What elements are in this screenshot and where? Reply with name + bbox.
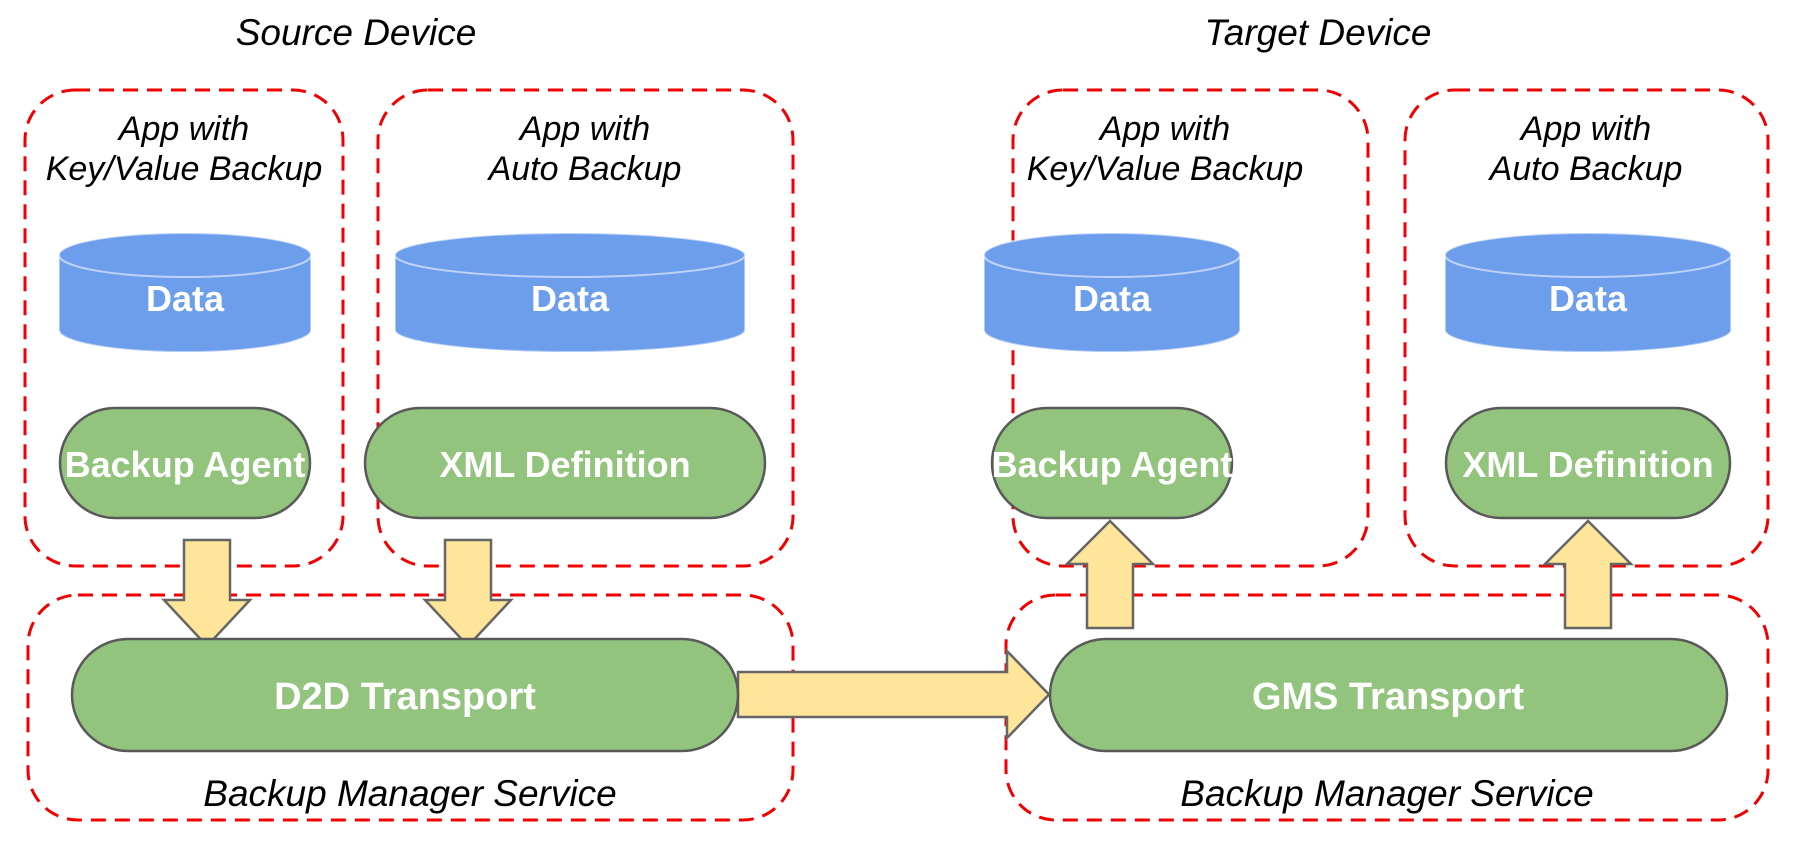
target-xml-definition-node: XML Definition: [1444, 406, 1732, 520]
app-title-line1: App with: [1098, 110, 1230, 148]
transport-label: GMS Transport: [1252, 676, 1525, 718]
app-title-line2: Key/Value Backup: [46, 150, 323, 188]
node-pill: [58, 406, 312, 520]
source-device-title: Source Device: [236, 12, 477, 53]
source-keyvalue-data-cylinder: Data: [58, 232, 312, 353]
target-app-auto-title: App with Auto Backup: [1488, 110, 1683, 188]
arrow-up-gms-to-backup-agent: [1063, 519, 1157, 630]
app-title-line1: App with: [1519, 110, 1651, 148]
cylinder-body: [983, 255, 1241, 353]
cylinder-top: [1444, 232, 1732, 278]
app-title-line1: App with: [117, 110, 249, 148]
data-label: Data: [146, 278, 225, 319]
app-title-line2: Auto Backup: [1488, 150, 1683, 188]
cylinder-body: [1444, 255, 1732, 353]
target-backup-manager-box: [1004, 593, 1770, 822]
cylinder-top: [394, 232, 746, 278]
cylinder-top: [983, 232, 1241, 278]
cylinder-body: [58, 255, 312, 353]
app-title-line1: App with: [518, 110, 650, 148]
node-pill: [990, 406, 1234, 520]
cylinder-body: [394, 255, 746, 353]
app-title-line2: Key/Value Backup: [1027, 150, 1304, 188]
node-label: Backup Agent: [992, 444, 1233, 485]
node-pill: [1048, 637, 1729, 753]
source-auto-data-cylinder: Data: [394, 232, 746, 353]
target-device-title: Target Device: [1205, 12, 1432, 53]
node-label: XML Definition: [439, 444, 690, 485]
data-label: Data: [1549, 278, 1628, 319]
node-pill: [363, 406, 767, 520]
source-backup-agent-node: Backup Agent: [58, 406, 312, 520]
gms-transport-node: GMS Transport: [1048, 637, 1729, 753]
arrow-down-backup-agent-to-d2d: [161, 538, 253, 648]
transport-label: D2D Transport: [274, 676, 536, 718]
data-label: Data: [1073, 278, 1152, 319]
target-keyvalue-data-cylinder: Data: [983, 232, 1241, 353]
d2d-transport-node: D2D Transport: [70, 637, 740, 753]
arrow-up-gms-to-xml-definition: [1541, 519, 1635, 630]
target-backup-agent-node: Backup Agent: [990, 406, 1234, 520]
target-backup-manager-label: Backup Manager Service: [1180, 773, 1593, 814]
node-label: XML Definition: [1462, 444, 1713, 485]
target-app-keyvalue-title: App with Key/Value Backup: [1027, 110, 1304, 188]
node-pill: [70, 637, 740, 753]
data-label: Data: [531, 278, 610, 319]
source-app-keyvalue-box: [23, 88, 345, 568]
target-app-auto-box: [1403, 88, 1770, 568]
source-app-auto-title: App with Auto Backup: [487, 110, 682, 188]
source-backup-manager-label: Backup Manager Service: [203, 773, 616, 814]
source-xml-definition-node: XML Definition: [363, 406, 767, 520]
arrow-down-xml-definition-to-d2d: [422, 538, 514, 648]
cylinder-top: [58, 232, 312, 278]
node-pill: [1444, 406, 1732, 520]
source-app-keyvalue-title: App with Key/Value Backup: [46, 110, 323, 188]
node-label: Backup Agent: [65, 444, 306, 485]
target-auto-data-cylinder: Data: [1444, 232, 1732, 353]
source-app-auto-box: [376, 88, 795, 568]
arrow-right-d2d-to-gms: [736, 647, 1051, 742]
app-title-line2: Auto Backup: [487, 150, 682, 188]
